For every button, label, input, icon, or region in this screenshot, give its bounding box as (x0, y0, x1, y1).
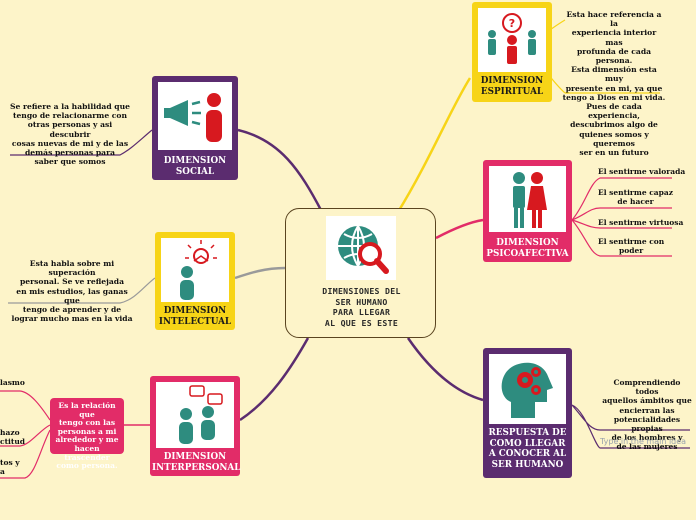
couple-icon (489, 166, 566, 232)
conversation-icon (156, 382, 234, 448)
link-interpersonal-leaves (0, 390, 51, 479)
link-psicoafectiva (435, 218, 484, 240)
link-social (237, 128, 324, 213)
branch-social[interactable]: DIMENSION SOCIAL (152, 76, 238, 180)
link-respuesta (406, 337, 484, 402)
link-intelectual-note (8, 277, 156, 304)
main-idea-placeholder[interactable]: Type in the main idea (600, 437, 687, 446)
interpersonal-bubble[interactable]: Es la relación que tengo con las persona… (50, 398, 124, 470)
branch-espiritual-label: DIMENSION ESPIRITUAL (480, 76, 544, 97)
psicoafectiva-leaf-4[interactable]: El sentirme con poder (598, 237, 665, 256)
psicoafectiva-leaf-3[interactable]: El sentirme virtuosa (598, 218, 684, 227)
link-intelectual (234, 266, 286, 280)
branch-social-label: DIMENSION SOCIAL (163, 156, 227, 177)
megaphone-person-icon (158, 82, 232, 150)
branch-interpersonal[interactable]: DIMENSION INTERPERSONAL (150, 376, 240, 476)
branch-respuesta-label: RESPUESTA DE COMO LLEGAR A CONOCER AL SE… (488, 428, 567, 470)
branch-intelectual[interactable]: DIMENSION INTELECTUAL (155, 232, 235, 330)
branch-interpersonal-label: DIMENSION INTERPERSONAL (152, 452, 241, 473)
link-interpersonal (239, 337, 310, 422)
espiritual-note[interactable]: Esta hace referencia a la experiencia in… (562, 10, 666, 158)
branch-psicoafectiva-label: DIMENSION PSICOAFECTIVA (486, 238, 569, 259)
social-note[interactable]: Se refiere a la habilidad que tengo de r… (10, 102, 130, 167)
respuesta-leaf[interactable]: Comprendiendo todos aquellos ámbitos que… (602, 378, 692, 452)
link-espiritual (396, 77, 472, 213)
globe-magnifier-icon (326, 216, 396, 280)
branch-respuesta[interactable]: RESPUESTA DE COMO LLEGAR A CONOCER AL SE… (483, 348, 572, 478)
svg-text:?: ? (509, 17, 515, 30)
idea-person-icon (161, 238, 229, 302)
branch-psicoafectiva[interactable]: DIMENSION PSICOAFECTIVA (483, 160, 572, 262)
psicoafectiva-leaf-2[interactable]: El sentirme capaz de hacer (598, 188, 673, 207)
interpersonal-leaf-2[interactable]: hazo ctitud (0, 428, 26, 447)
central-topic[interactable]: DIMENSIONES DEL SER HUMANO PARA LLEGAR A… (285, 208, 436, 338)
head-gears-icon (489, 354, 566, 424)
link-social-note (10, 129, 153, 156)
people-question-icon: ? (478, 8, 546, 72)
interpersonal-leaf-3[interactable]: tos y a (0, 458, 20, 477)
link-respuesta-leaves (571, 404, 690, 449)
psicoafectiva-leaf-1[interactable]: El sentirme valorada (598, 167, 686, 176)
interpersonal-leaf-1[interactable]: lasmo (0, 378, 25, 387)
intelectual-note[interactable]: Esta habla sobre mi superación personal.… (11, 259, 133, 324)
branch-espiritual[interactable]: ? DIMENSION ESPIRITUAL (472, 2, 552, 102)
branch-intelectual-label: DIMENSION INTELECTUAL (158, 306, 232, 327)
link-psico-leaves (571, 177, 672, 257)
central-title: DIMENSIONES DEL SER HUMANO PARA LLEGAR A… (322, 286, 401, 328)
